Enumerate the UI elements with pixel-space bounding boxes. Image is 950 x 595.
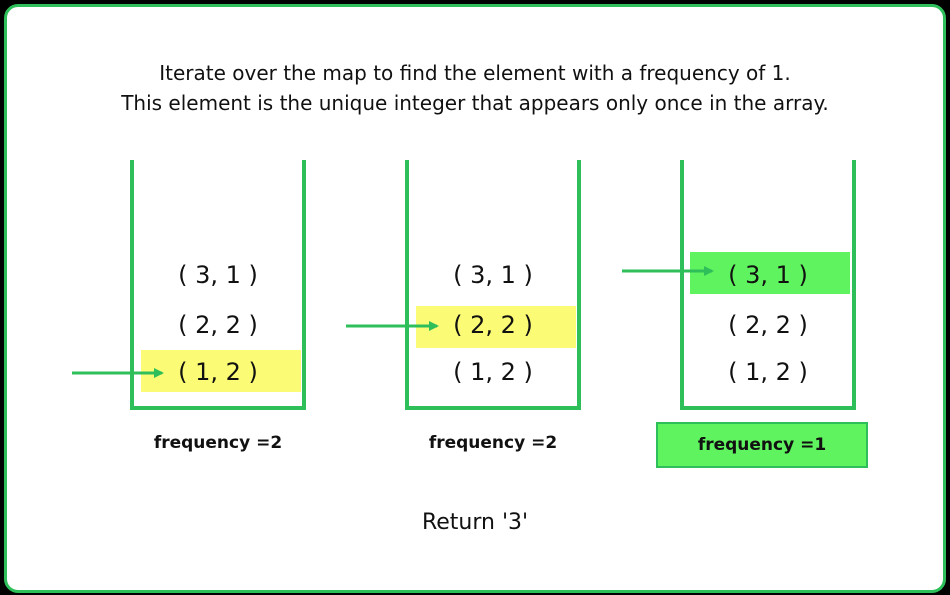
map-bucket-1: ( 3, 1 ) ( 2, 2 ) ( 1, 2 ) — [130, 160, 306, 410]
caption-line-1: Iterate over the map to find the element… — [159, 61, 791, 85]
map-entry: ( 3, 1 ) — [453, 261, 533, 289]
map-bucket-3: ( 3, 1 ) ( 2, 2 ) ( 1, 2 ) — [680, 160, 856, 410]
map-entry: ( 1, 2 ) — [728, 358, 808, 386]
map-entry: ( 2, 2 ) — [453, 311, 533, 339]
map-entry: ( 2, 2 ) — [178, 311, 258, 339]
frequency-label-3: frequency =1 — [656, 422, 868, 468]
highlight-unique-entry — [690, 252, 850, 294]
map-entry: ( 1, 2 ) — [453, 358, 533, 386]
map-entry: ( 2, 2 ) — [728, 311, 808, 339]
frequency-label-2: frequency =2 — [428, 433, 558, 453]
frequency-label-1: frequency =2 — [153, 433, 283, 453]
map-entry: ( 1, 2 ) — [178, 358, 258, 386]
map-entry: ( 3, 1 ) — [728, 261, 808, 289]
map-entry: ( 3, 1 ) — [178, 261, 258, 289]
caption-line-2: This element is the unique integer that … — [121, 91, 829, 115]
diagram-frame — [4, 4, 946, 593]
highlight-current-entry — [141, 350, 301, 392]
result-label: Return '3' — [421, 510, 529, 535]
map-bucket-2: ( 3, 1 ) ( 2, 2 ) ( 1, 2 ) — [405, 160, 581, 410]
highlight-current-entry — [416, 306, 576, 348]
